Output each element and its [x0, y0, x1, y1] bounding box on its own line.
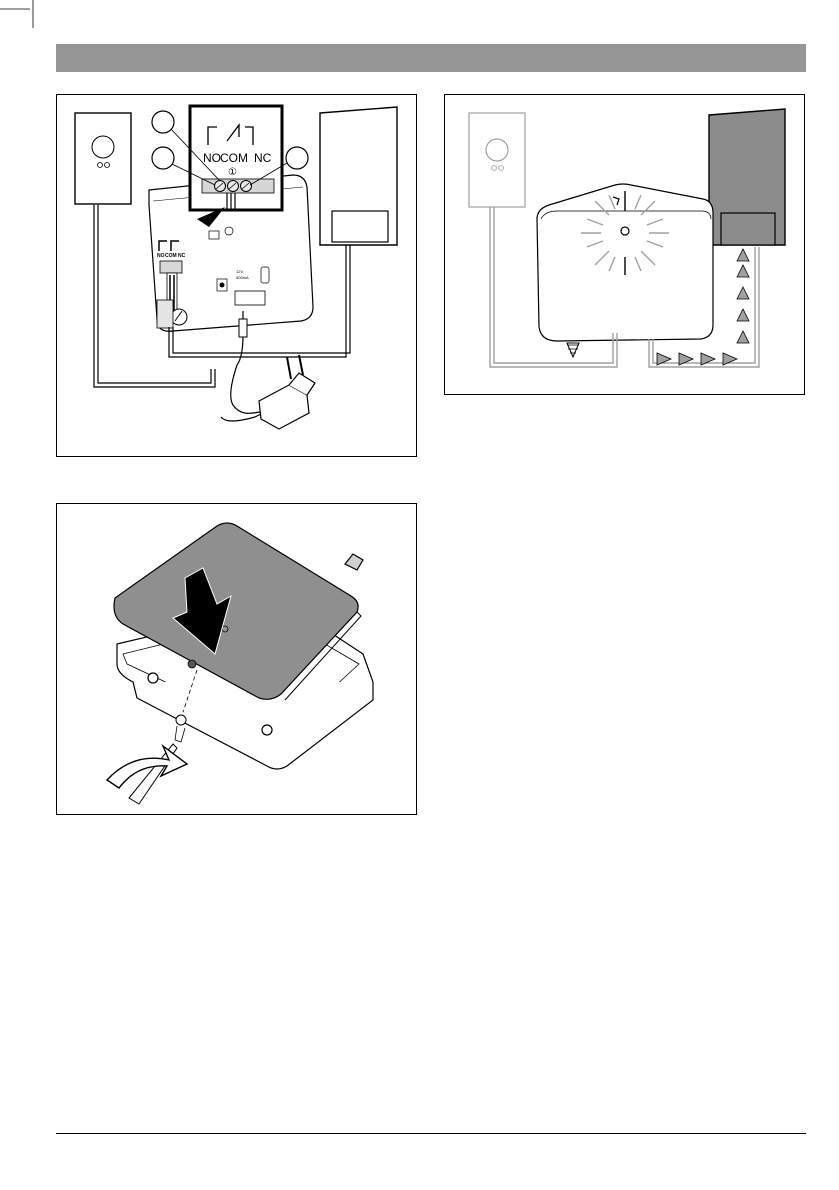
terminal-com-label: COM [220, 151, 248, 165]
callout-circle-3 [286, 147, 308, 169]
small-terminal-com-label: COM [165, 253, 177, 259]
terminal-no-label: NO [203, 151, 221, 165]
footer-rule [56, 1133, 806, 1134]
thermostat-icon [75, 113, 131, 204]
power-adapter-icon [221, 355, 315, 429]
small-terminal-nc-label: NC [178, 253, 186, 259]
screw-icon [175, 715, 186, 742]
signal-illustration [445, 95, 804, 394]
crop-mark [0, 0, 60, 60]
header-bar [56, 44, 806, 72]
wiring-illustration: NO COM NC 12V 500mA NO COM NC ① [57, 95, 416, 456]
boiler-icon [320, 107, 397, 245]
cover-figure [56, 503, 417, 815]
wiring-figure: NO COM NC 12V 500mA NO COM NC ① [56, 94, 417, 457]
power-label-line2: 500mA [236, 275, 249, 280]
callout-circle-1 [152, 111, 174, 133]
terminal-group-marker: ① [228, 167, 237, 178]
thermostat-icon [469, 113, 525, 207]
cover-illustration [57, 504, 416, 814]
signal-figure [444, 94, 805, 395]
callout-circle-2 [152, 147, 174, 169]
power-label-line1: 12V [236, 269, 243, 274]
terminal-nc-label: NC [254, 151, 272, 165]
screwdriver-icon [107, 744, 187, 804]
boiler-icon [709, 109, 785, 245]
small-terminal-no-label: NO [157, 253, 165, 259]
